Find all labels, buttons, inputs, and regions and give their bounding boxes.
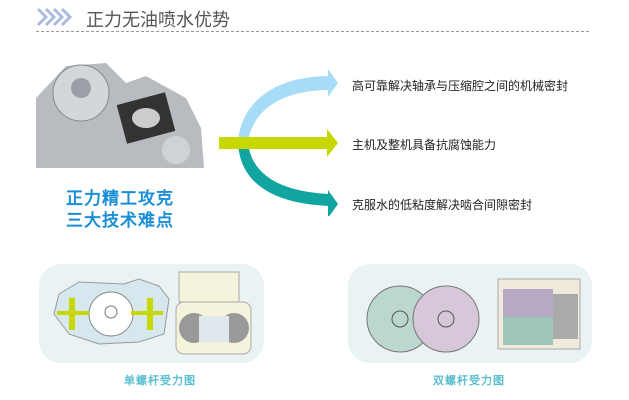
divider	[36, 31, 589, 32]
twin-screw-diagram	[348, 264, 592, 363]
page-title: 正力无油喷水优势	[86, 10, 230, 31]
compressor-photo	[36, 58, 204, 168]
chevron-double-icon	[36, 7, 73, 27]
feature-3: 克服水的低粘度解决啮合间隙密封	[352, 198, 533, 212]
slogan-line-1: 正力精工攻克	[66, 189, 174, 209]
arrow-bottom	[238, 143, 330, 206]
feature-2: 主机及整机具备抗腐蚀能力	[352, 138, 497, 152]
feature-arrows	[219, 69, 338, 216]
arrow-top	[238, 76, 330, 143]
arrow-middle	[219, 137, 329, 149]
twin-screw-caption: 双螺杆受力图	[433, 374, 505, 387]
single-screw-diagram	[39, 264, 264, 363]
slogan-line-2: 三大技术难点	[66, 211, 174, 231]
feature-1: 高可靠解决轴承与压缩腔之间的机械密封	[352, 79, 569, 93]
single-screw-caption: 单螺杆受力图	[124, 374, 196, 387]
